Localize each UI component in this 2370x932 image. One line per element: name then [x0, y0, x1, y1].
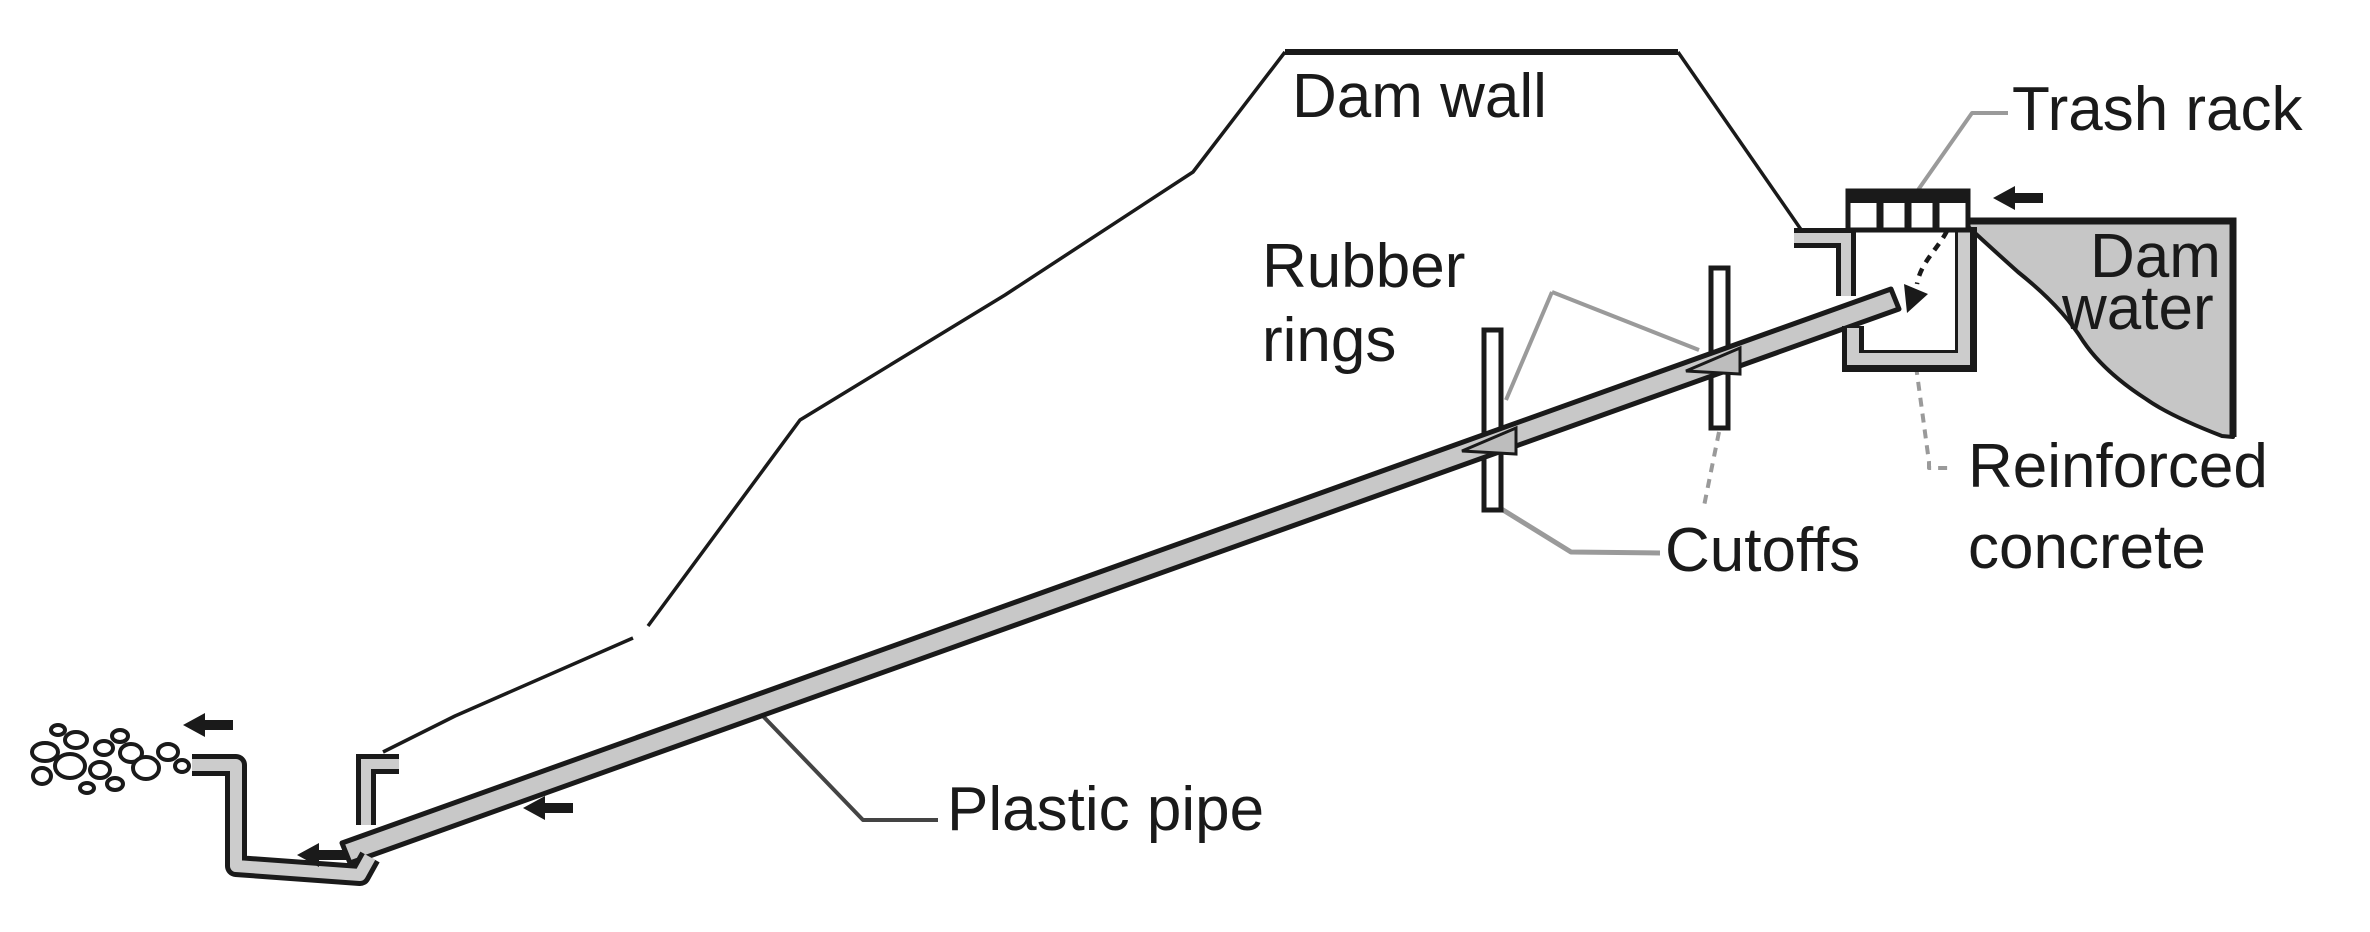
cutoffs-leader-1: [1493, 502, 1661, 556]
intake-structure: [1794, 188, 1977, 372]
rubber-rings-leader-2: [1551, 290, 1700, 352]
flow-arrows: [183, 186, 2043, 867]
trash-rack-leader: [1916, 111, 2008, 192]
plastic-pipe-leader: [758, 711, 938, 822]
dam-upstream-slope-line-lower: [382, 636, 634, 754]
rock: [30, 741, 60, 763]
trash-rack-top-bar: [1846, 189, 1970, 203]
dam-water-label-line2: water: [2061, 274, 2214, 343]
water-surface-line: [1956, 217, 2237, 437]
intake-flow-arrowhead: [1904, 284, 1928, 313]
rock: [93, 739, 115, 757]
outlet-step-wall-core: [361, 759, 399, 825]
rock: [118, 742, 144, 764]
plastic-pipe-label: Plastic pipe: [947, 775, 1264, 844]
labels: Dam wall Trash rack Dam water Rubber rin…: [947, 62, 2304, 844]
cutoffs-leader-2: [1702, 431, 1721, 507]
flow-arrow-icon: [523, 796, 573, 820]
reinforced-concrete-label-line2: concrete: [1968, 513, 2206, 582]
dam-water-label-line1: Dam: [2090, 222, 2221, 291]
rock: [78, 781, 96, 795]
intake-box-core: [1847, 229, 1970, 365]
intake-step-wall-outline: [1794, 228, 1856, 296]
dam-water: [1956, 217, 2237, 439]
rock: [63, 730, 89, 750]
flow-arrow-icon: [1993, 186, 2043, 210]
rock: [110, 728, 130, 744]
rock: [173, 758, 191, 774]
plastic-pipe: [339, 286, 1902, 866]
dam-wall-label: Dam wall: [1292, 62, 1547, 131]
rubber-rings-label-line1: Rubber: [1262, 232, 1465, 301]
rubber-ring-joint-1: [1461, 425, 1518, 456]
rock: [88, 760, 112, 780]
outlet-structure: [30, 723, 399, 886]
rock: [31, 766, 53, 786]
rock: [105, 776, 125, 792]
flow-arrow-icon: [183, 713, 233, 737]
dam-wall-outline: [382, 49, 1804, 754]
flow-arrow-icon: [297, 843, 347, 867]
rubber-rings-label-line2: rings: [1262, 306, 1396, 375]
dam-downstream-slope-line: [1676, 51, 1804, 232]
cutoff-plate-1: [1481, 327, 1504, 513]
leader-lines: [758, 111, 2008, 822]
rock: [49, 723, 67, 737]
rubber-ring-joint-2: [1685, 345, 1742, 376]
intake-flow-arrow-icon: [1914, 229, 1949, 285]
reinforced-concrete-leader: [1914, 365, 1954, 470]
cutoffs-label: Cutoffs: [1665, 516, 1860, 585]
rubber-rings-leader-1: [1504, 291, 1554, 401]
water-body: [1960, 219, 2235, 439]
intake-step-wall-core: [1794, 233, 1851, 296]
outlet-basin-core: [192, 759, 376, 881]
reinforced-concrete-label-line1: Reinforced: [1968, 432, 2268, 501]
dam-upstream-slope-line-upper: [646, 50, 1287, 628]
trash-rack-grid-icon: [1845, 188, 1971, 233]
rock: [131, 755, 161, 781]
rock: [53, 752, 87, 780]
trash-rack-label: Trash rack: [2012, 75, 2304, 144]
rock: [156, 742, 180, 762]
rocks-icon: [30, 723, 191, 795]
